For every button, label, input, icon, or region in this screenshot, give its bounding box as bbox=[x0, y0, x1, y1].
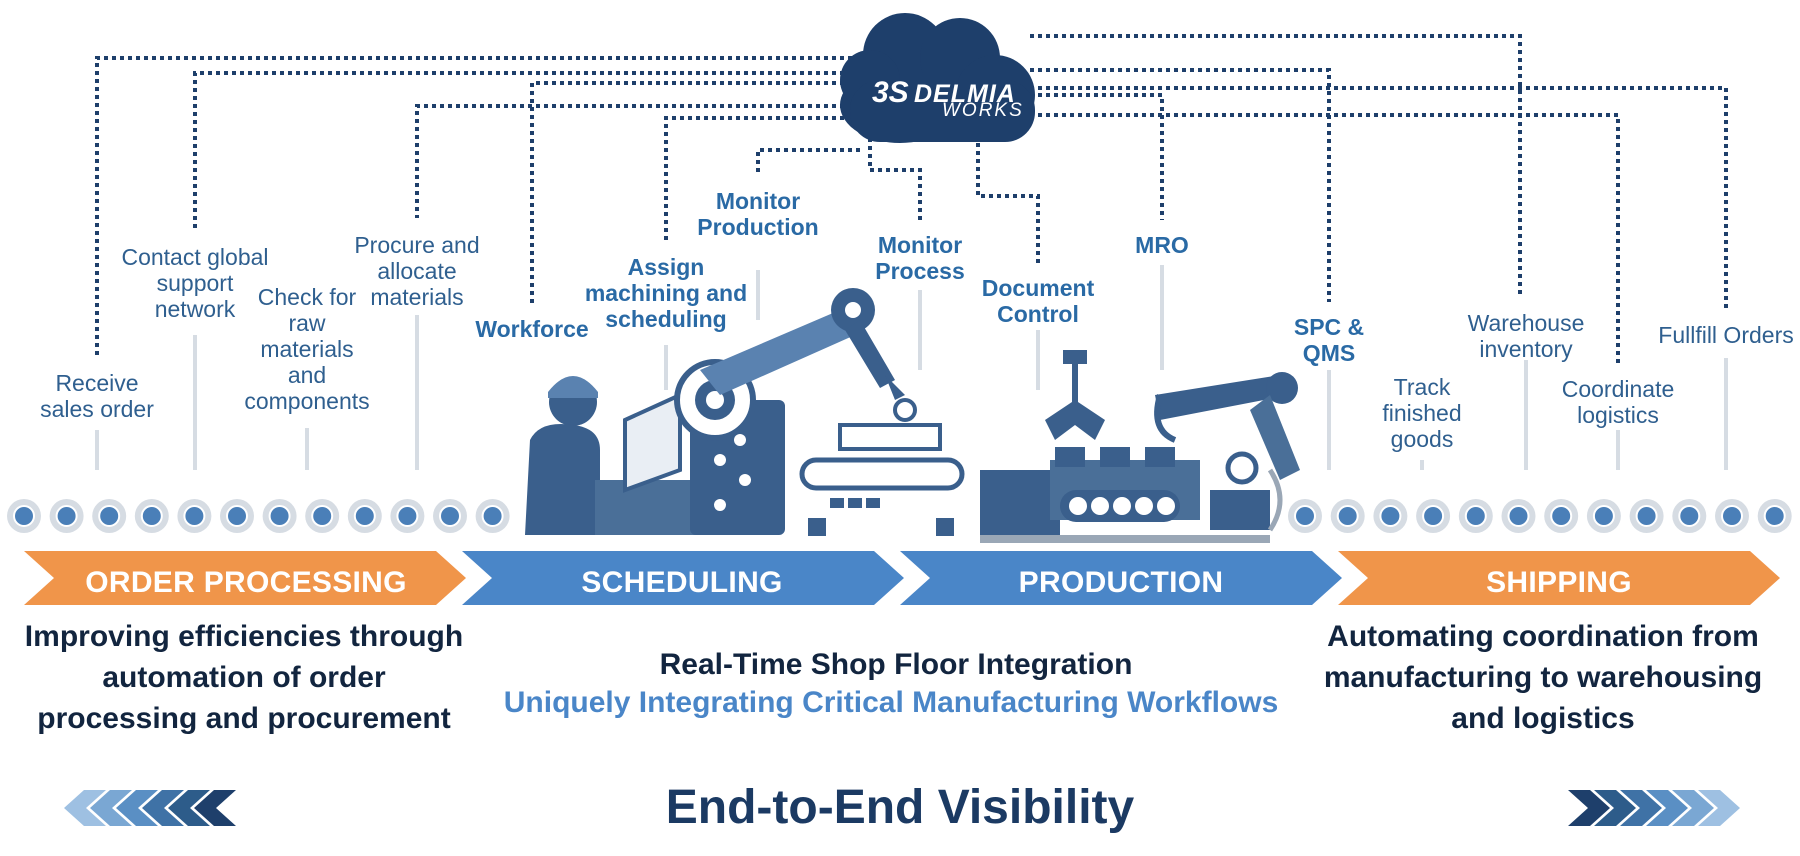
rail-dot-center bbox=[1550, 505, 1573, 527]
stage-arrows bbox=[24, 551, 1780, 605]
rail-dot-center bbox=[1464, 505, 1487, 527]
connector-line bbox=[976, 135, 1040, 263]
label-stems bbox=[95, 265, 1728, 470]
stage-arrow bbox=[1338, 551, 1780, 605]
chevron-right-icon bbox=[1568, 790, 1740, 826]
stage-arrow bbox=[24, 551, 466, 605]
stage-scheduling: SCHEDULING bbox=[581, 566, 783, 599]
cloud-icon bbox=[840, 13, 1035, 143]
step-coordinate-logistics: Coordinate logistics bbox=[1561, 376, 1675, 428]
desc-middle-line1: Real-Time Shop Floor Integration bbox=[659, 648, 1133, 681]
step-document-control: Document Control bbox=[981, 275, 1095, 327]
connector-line bbox=[756, 148, 860, 176]
step-monitor-process: Monitor Process bbox=[875, 232, 965, 284]
rail-dot-center bbox=[1635, 505, 1658, 527]
chevron bbox=[1620, 790, 1662, 826]
connector-line bbox=[1030, 34, 1522, 298]
dots-rail bbox=[7, 499, 1792, 533]
rail-dot-center bbox=[311, 505, 334, 527]
rail-dot-center bbox=[1592, 505, 1615, 527]
rail-dot-center bbox=[439, 505, 461, 527]
rail-dot-center bbox=[353, 505, 376, 527]
rail-dot-center bbox=[1336, 505, 1359, 527]
desc-order-processing: Improving efficiencies through automatio… bbox=[24, 620, 464, 735]
step-assign-machining: Assign machining and scheduling bbox=[584, 254, 748, 332]
step-receive-sales-order: Receive sales order bbox=[40, 370, 154, 422]
rail-dot-center bbox=[183, 505, 206, 527]
desc-middle-line2: Uniquely Integrating Critical Manufactur… bbox=[503, 686, 1279, 719]
conveyor-icon bbox=[799, 398, 965, 536]
rail-dot-center bbox=[481, 505, 504, 527]
connector-line bbox=[415, 104, 860, 218]
rail-dot-center bbox=[140, 505, 163, 527]
connector-line bbox=[868, 130, 922, 220]
rail-dot-center bbox=[1678, 505, 1701, 527]
chevron bbox=[1568, 790, 1610, 826]
connector-lines bbox=[95, 34, 1728, 364]
step-procure-allocate: Procure and allocate materials bbox=[354, 232, 480, 310]
logo-mark: 3S bbox=[872, 76, 909, 109]
chevron bbox=[142, 790, 184, 826]
rail-dot-center bbox=[226, 505, 248, 527]
chevron bbox=[194, 790, 236, 826]
step-check-raw-materials: Check for raw materials and components bbox=[244, 284, 370, 414]
connector-line bbox=[193, 71, 860, 232]
rail-dot-center bbox=[1763, 505, 1786, 527]
rail-dot-center bbox=[55, 505, 78, 527]
connector-line bbox=[95, 56, 860, 358]
desc-shipping: Automating coordination from manufacturi… bbox=[1323, 620, 1763, 735]
chevron bbox=[64, 790, 106, 826]
stage-production: PRODUCTION bbox=[1018, 566, 1224, 599]
step-mro: MRO bbox=[1135, 232, 1189, 258]
chevron bbox=[90, 790, 132, 826]
rail-dot-center bbox=[396, 505, 419, 527]
rail-dot-center bbox=[13, 505, 35, 527]
stage-order-processing: ORDER PROCESSING bbox=[85, 566, 407, 599]
chevron-left-icon bbox=[64, 790, 236, 826]
rail-dot-center bbox=[98, 505, 121, 527]
connector-line bbox=[664, 116, 860, 242]
step-warehouse-inventory: Warehouse inventory bbox=[1467, 310, 1585, 362]
stage-arrow bbox=[900, 551, 1342, 605]
factory-line-icon bbox=[980, 350, 1300, 543]
step-spc-qms: SPC & QMS bbox=[1293, 314, 1365, 366]
rail-dot-center bbox=[1379, 505, 1402, 527]
connector-line bbox=[1030, 68, 1331, 302]
step-fulfill-orders: Fullfill Orders bbox=[1658, 322, 1794, 348]
connector-line bbox=[1030, 113, 1620, 364]
step-workforce: Workforce bbox=[475, 316, 589, 342]
connector-line bbox=[1030, 93, 1164, 220]
rail-dot-center bbox=[1422, 505, 1445, 527]
logo-name: DELMIA bbox=[914, 80, 1016, 108]
step-contact-global-support: Contact global support network bbox=[121, 244, 269, 322]
chevron bbox=[168, 790, 210, 826]
rail-dot-center bbox=[1507, 505, 1530, 527]
rail-dot-center bbox=[1294, 505, 1316, 527]
rail-dot-center bbox=[268, 505, 291, 527]
rail-dot-center bbox=[1721, 505, 1743, 527]
chevron bbox=[1672, 790, 1714, 826]
chevron bbox=[1594, 790, 1636, 826]
connector-line bbox=[1030, 86, 1728, 310]
robot-arm-icon bbox=[595, 288, 905, 535]
chevron bbox=[1698, 790, 1740, 826]
page-title: End-to-End Visibility bbox=[665, 781, 1135, 834]
connector-line bbox=[530, 81, 860, 304]
stage-shipping: SHIPPING bbox=[1486, 566, 1632, 599]
step-track-finished-goods: Track finished goods bbox=[1382, 374, 1462, 452]
step-monitor-production: Monitor Production bbox=[697, 188, 819, 240]
chevron bbox=[116, 790, 158, 826]
logo-sub: WORKS bbox=[942, 100, 1024, 121]
worker-icon bbox=[525, 376, 645, 535]
chevron bbox=[1646, 790, 1688, 826]
stage-arrow bbox=[462, 551, 904, 605]
